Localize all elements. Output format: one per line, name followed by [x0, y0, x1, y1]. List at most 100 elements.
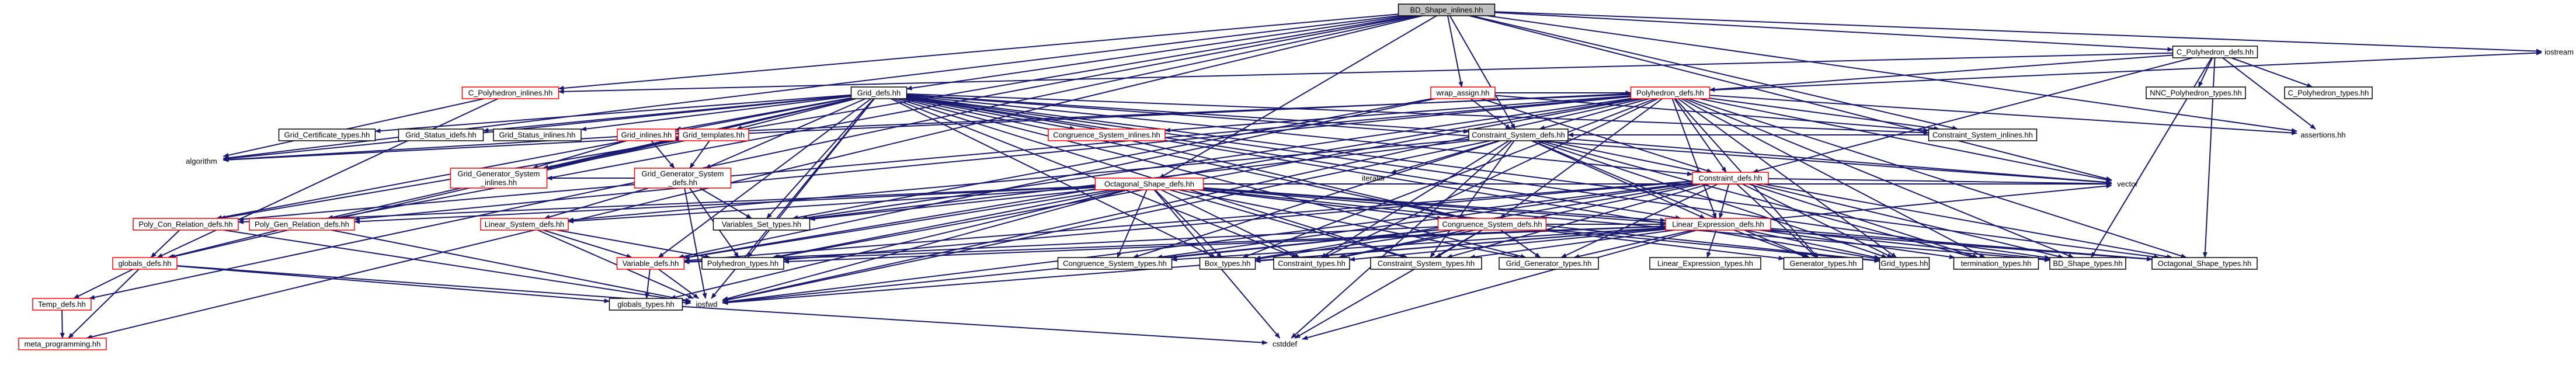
edge-c_polyhedron_defs-to-c_polyhedron_types	[2231, 57, 2313, 88]
edge-bd_shape_inlines-to-constraint_system_defs	[1449, 15, 1516, 130]
node-box	[249, 218, 355, 231]
node-label: Constraint_System_inlines.hh	[1932, 131, 2033, 140]
node-congruence_system_inlines[interactable]: Congruence_System_inlines.hh	[1048, 128, 1166, 141]
node-algorithm: algorithm	[186, 157, 217, 166]
node-iosfwd: iosfwd	[696, 300, 718, 309]
edge-grid_generator_system_defs-to-variables_set_types	[699, 187, 752, 219]
node-termination_types[interactable]: termination_types.hh	[1953, 257, 2039, 270]
node-polyhedron_defs[interactable]: Polyhedron_defs.hh	[1630, 86, 1711, 99]
edge-globals_defs-to-temp_defs	[73, 269, 134, 299]
node-label: globals_defs.hh	[118, 259, 171, 268]
node-box	[2049, 257, 2126, 270]
edge-grid_defs-to-linear_expression_defs	[906, 96, 1682, 220]
edge-poly_con_relation_defs-to-iosfwd	[223, 230, 691, 304]
node-label: _inlines.hh	[480, 178, 517, 187]
node-grid_status_inlines[interactable]: Grid_Status_inlines.hh	[493, 128, 582, 141]
node-poly_con_relation_defs[interactable]: Poly_Con_Relation_defs.hh	[133, 218, 239, 231]
node-globals_defs[interactable]: globals_defs.hh	[112, 257, 178, 270]
node-constraint_types[interactable]: Constraint_types.hh	[1273, 257, 1350, 270]
edge-polyhedron_defs-to-termination_types	[1681, 98, 1986, 258]
node-linear_expression_defs[interactable]: Linear_Expression_defs.hh	[1665, 218, 1771, 231]
node-label: Octagonal_Shape_types.hh	[2158, 259, 2251, 268]
node-box	[398, 128, 484, 141]
edge-octagonal_shape_defs-to-poly_gen_relation_defs	[354, 186, 1096, 224]
node-linear_expression_types[interactable]: Linear_Expression_types.hh	[1649, 257, 1761, 270]
node-grid_generator_system_defs[interactable]: Grid_Generator_System_defs.hh	[634, 168, 732, 189]
node-label: Grid_Certificate_types.hh	[284, 131, 370, 140]
edge-c_polyhedron_defs-to-constraint_defs	[1752, 57, 2193, 173]
node-box	[678, 128, 749, 141]
node-wrap_assign[interactable]: wrap_assign.hh	[1430, 86, 1496, 99]
node-c_polyhedron_inlines[interactable]: C_Polyhedron_inlines.hh	[461, 86, 559, 99]
edge-wrap_assign-to-constraint_system_defs	[1470, 98, 1511, 130]
edge-polyhedron_defs-to-constraint_system_defs	[1539, 98, 1650, 130]
node-temp_defs[interactable]: Temp_defs.hh	[32, 298, 92, 311]
node-box	[32, 298, 92, 311]
node-generator_types[interactable]: Generator_types.hh	[1783, 257, 1864, 270]
edge-octagonal_shape_defs-to-iosfwd	[722, 189, 1128, 301]
node-label: termination_types.hh	[1961, 259, 2032, 268]
edge-bd_shape_inlines-to-octagonal_shape_defs	[1159, 15, 1437, 179]
node-box_types[interactable]: Box_types.hh	[1199, 257, 1256, 270]
node-label: iosfwd	[696, 300, 718, 309]
node-grid_generator_types[interactable]: Grid_Generator_types.hh	[1499, 257, 1599, 270]
node-globals_types[interactable]: globals_types.hh	[609, 298, 683, 311]
node-polyhedron_types[interactable]: Polyhedron_types.hh	[701, 257, 784, 270]
node-label: Linear_Expression_defs.hh	[1672, 220, 1764, 229]
node-grid_defs[interactable]: Grid_defs.hh	[850, 86, 908, 99]
edge-grid_defs-to-variable_defs	[658, 98, 872, 258]
node-octagonal_shape_defs[interactable]: Octagonal_Shape_defs.hh	[1094, 178, 1204, 190]
node-c_polyhedron_types[interactable]: C_Polyhedron_types.hh	[2284, 86, 2373, 99]
edge-linear_expression_defs-to-bd_shape_types	[1770, 229, 2050, 262]
node-constraint_system_defs[interactable]: Constraint_System_defs.hh	[1468, 128, 1569, 141]
edge-linear_expression_defs-to-variable_defs	[683, 225, 1666, 265]
node-label: Linear_Expression_types.hh	[1657, 259, 1753, 268]
edge-octagonal_shape_defs-to-variables_set_types	[809, 189, 1096, 221]
edge-congruence_system_defs-to-cstddef	[1294, 230, 1483, 339]
node-congruence_system_types[interactable]: Congruence_System_types.hh	[1057, 257, 1173, 270]
node-variables_set_types[interactable]: Variables_Set_types.hh	[712, 218, 811, 231]
node-box	[2172, 46, 2258, 58]
edge-congruence_system_defs-to-grid_types	[1546, 228, 1880, 263]
edge-globals_defs-to-meta_programming	[68, 269, 140, 339]
node-congruence_system_defs[interactable]: Congruence_System_defs.hh	[1437, 218, 1547, 231]
edge-polyhedron_defs-to-constraint_types	[1323, 98, 1659, 258]
node-box	[1057, 257, 1173, 270]
edge-linear_expression_defs-to-termination_types	[1759, 230, 1955, 259]
node-nnc_polyhedron_types[interactable]: NNC_Polyhedron_types.hh	[2146, 86, 2246, 99]
node-constraint_system_inlines[interactable]: Constraint_System_inlines.hh	[1928, 128, 2038, 141]
edge-polyhedron_defs-to-assertions	[1709, 95, 2297, 135]
node-meta_programming[interactable]: meta_programming.hh	[18, 338, 107, 350]
node-grid_certificate_types[interactable]: Grid_Certificate_types.hh	[278, 128, 376, 141]
node-box	[616, 257, 685, 270]
node-bd_shape_inlines[interactable]: BD_Shape_inlines.hh	[1397, 4, 1496, 16]
node-grid_templates[interactable]: Grid_templates.hh	[678, 128, 749, 141]
node-constraint_system_types[interactable]: Constraint_System_types.hh	[1370, 257, 1482, 270]
edge-constraint_system_defs-to-iterator	[1390, 140, 1499, 174]
node-grid_status_idefs[interactable]: Grid_Status_idefs.hh	[398, 128, 484, 141]
node-variable_defs[interactable]: Variable_defs.hh	[616, 257, 685, 270]
edge-octagonal_shape_defs-to-poly_con_relation_defs	[238, 185, 1096, 224]
node-linear_system_defs[interactable]: Linear_System_defs.hh	[480, 218, 569, 231]
edge-bd_shape_inlines-to-poly_con_relation_defs	[219, 15, 1413, 220]
node-grid_inlines[interactable]: Grid_inlines.hh	[617, 128, 676, 141]
node-octagonal_shape_types[interactable]: Octagonal_Shape_types.hh	[2151, 257, 2258, 270]
edge-polyhedron_defs-to-vector	[1699, 98, 2112, 182]
node-label: BD_Shape_types.hh	[2053, 259, 2122, 268]
node-box	[18, 338, 107, 350]
node-constraint_defs[interactable]: Constraint_defs.hh	[1692, 172, 1769, 185]
node-grid_types[interactable]: Grid_types.hh	[1879, 257, 1930, 270]
node-grid_generator_system_inlines[interactable]: Grid_Generator_System_inlines.hh	[450, 168, 548, 189]
node-c_polyhedron_defs[interactable]: C_Polyhedron_defs.hh	[2172, 46, 2258, 58]
node-label: C_Polyhedron_inlines.hh	[468, 89, 553, 98]
node-box	[1397, 4, 1496, 16]
node-label: Grid_templates.hh	[683, 131, 745, 140]
node-poly_gen_relation_defs[interactable]: Poly_Gen_Relation_defs.hh	[249, 218, 355, 231]
edge-linear_expression_defs-to-cstddef	[1302, 230, 1698, 340]
node-label: Congruence_System_inlines.hh	[1053, 131, 1160, 140]
edge-polyhedron_defs-to-variables_set_types	[801, 98, 1631, 220]
edge-polyhedron_defs-to-linear_expression_defs	[1671, 98, 1717, 219]
node-box	[1928, 128, 2038, 141]
node-bd_shape_types[interactable]: BD_Shape_types.hh	[2049, 257, 2126, 270]
